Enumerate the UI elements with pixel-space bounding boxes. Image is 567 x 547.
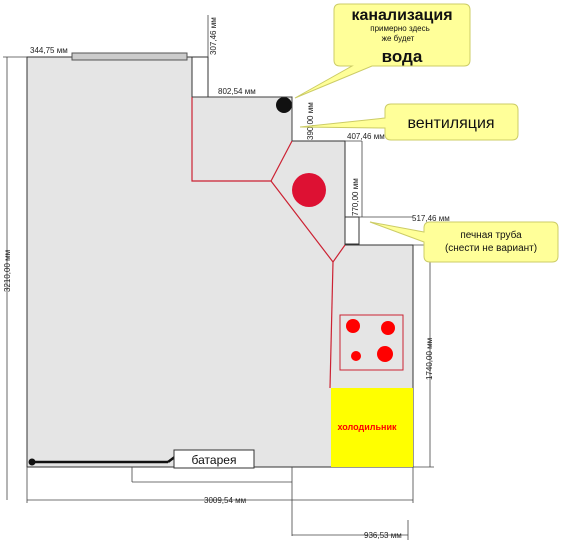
sewer-callout-bubble — [294, 3, 471, 99]
burner-1 — [346, 319, 360, 333]
chimney-line-1: печная труба — [460, 229, 522, 241]
radiator-end — [28, 458, 36, 466]
dim-total-width: 3009,54 мм — [204, 496, 246, 505]
niche-wall — [191, 56, 209, 98]
hob — [339, 314, 404, 371]
dim-room-height: 3210,00 мм — [3, 250, 12, 292]
fridge-label: холодильник — [337, 422, 396, 432]
dim-offset-top: 307,46 мм — [209, 17, 218, 55]
sink — [292, 173, 326, 207]
dim-niche-depth: 390,00 мм — [306, 102, 315, 140]
dim-right-wall: 1740,00 мм — [425, 338, 434, 380]
countertop-run — [329, 261, 334, 389]
chimney-line-2: (снести не вариант) — [445, 243, 537, 254]
dimension-lines — [3, 15, 434, 540]
dim-window-width: 344,75 мм — [30, 46, 68, 55]
fridge — [331, 388, 413, 467]
dim-chimney-width: 517,46 мм — [412, 214, 450, 223]
sewer-water: вода — [382, 47, 423, 66]
ventilation-callout-bubble — [299, 103, 519, 141]
radiator-label-box — [173, 449, 255, 469]
window-sill — [71, 52, 188, 61]
dim-step-width: 407,46 мм — [347, 132, 385, 141]
radiator-label: батарея — [192, 453, 237, 467]
sewer-title: канализация — [351, 7, 452, 24]
chimney-callout-bubble — [369, 221, 559, 263]
dim-niche-width: 802,54 мм — [218, 87, 256, 96]
ventilation-label: вентиляция — [407, 115, 494, 132]
burner-4 — [377, 346, 393, 362]
dim-step-depth: 770,00 мм — [351, 178, 360, 216]
countertop-outline — [191, 97, 293, 182]
sewer-line-2: же будет — [382, 34, 415, 43]
sewer-line-1: примерно здесь — [370, 24, 430, 33]
burner-3 — [351, 351, 361, 361]
burner-2 — [381, 321, 395, 335]
drain-point — [276, 97, 292, 113]
chimney-box — [344, 216, 360, 245]
dim-right-offset: 936,53 мм — [364, 531, 402, 540]
